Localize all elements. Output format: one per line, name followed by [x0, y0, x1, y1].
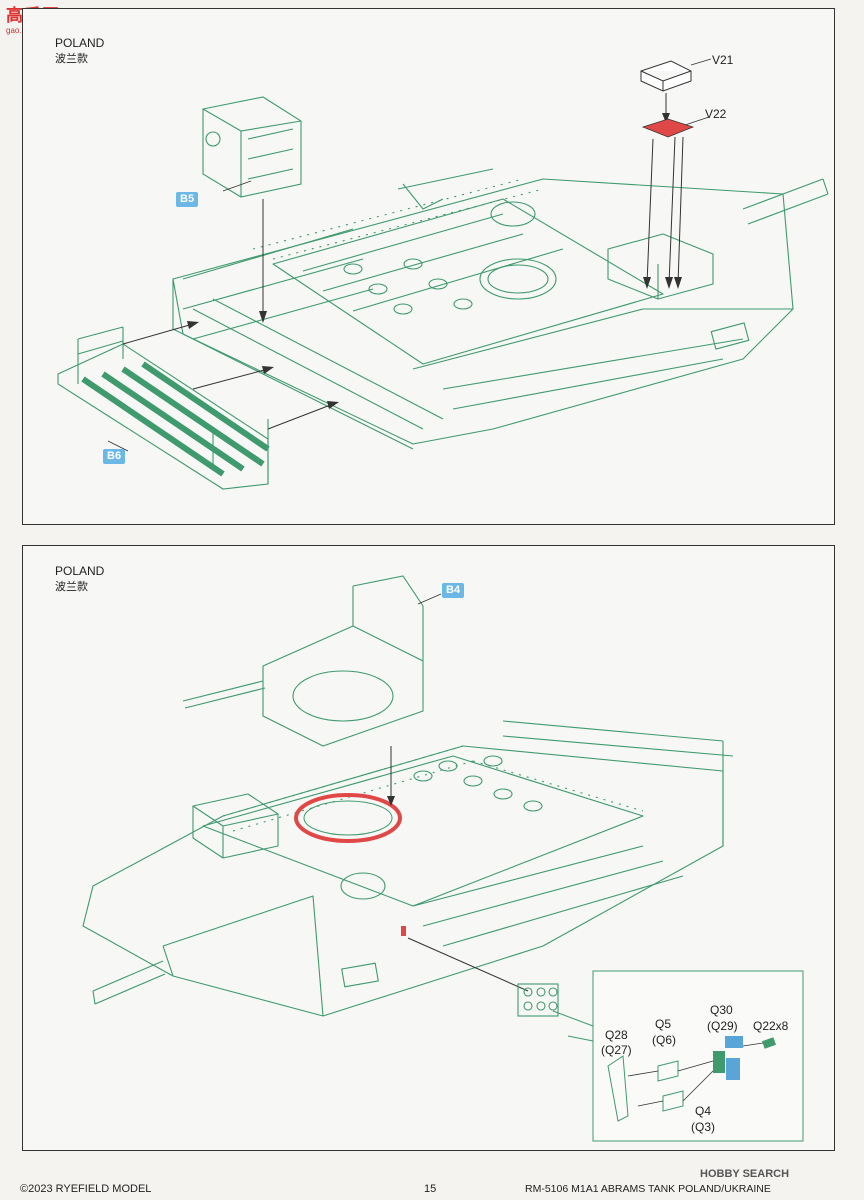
- turret-roof: [202, 755, 644, 907]
- part-smoke-launcher: [517, 983, 559, 1017]
- part-v22: [641, 118, 695, 138]
- small-red-part: [401, 926, 406, 936]
- side-box: [607, 233, 714, 300]
- inset-label-q4: Q4: [695, 1104, 712, 1118]
- panel1-title: POLAND: [55, 36, 105, 50]
- panel1-subtitle: 波兰款: [55, 52, 88, 65]
- b6-grating: [81, 361, 270, 477]
- inset-label-q29: (Q29): [707, 1019, 738, 1033]
- callout-b5: B5: [176, 192, 199, 207]
- main-gun-barrel: [742, 178, 829, 225]
- callout-b6: B6: [103, 449, 126, 464]
- rear-rack: [172, 228, 414, 450]
- hull-skirt: [442, 338, 744, 410]
- inset-label-q30: Q30: [710, 1003, 733, 1017]
- hull-skirt: [412, 845, 684, 947]
- panel1-hull-drawing: [57, 58, 829, 490]
- panel2-heading: POLAND 波兰款: [55, 563, 104, 595]
- front-glacis: [162, 895, 324, 1017]
- part-v21: [640, 60, 692, 92]
- callout-b4: B4: [442, 583, 465, 598]
- callout-v21: V21: [712, 53, 734, 67]
- inset-label-q22: Q22x8: [753, 1019, 789, 1033]
- turret-roof: [272, 198, 664, 365]
- inset-label-q28: Q28: [605, 1028, 628, 1042]
- rear-rack: [502, 720, 734, 846]
- loader-hatch: [490, 201, 536, 227]
- hull-side: [412, 308, 793, 370]
- callout-v22: V22: [705, 107, 727, 121]
- panel2-hull-drawing: [82, 575, 804, 1142]
- inset-label-q6: (Q6): [652, 1033, 676, 1047]
- loader-hatch: [340, 872, 386, 900]
- v21-v22-placement-arrows: [646, 136, 684, 285]
- part-b5-box: [202, 96, 302, 198]
- inset-detail-box: [552, 970, 804, 1142]
- part-b4-cupola: [182, 575, 424, 747]
- turret-ring-highlight: [294, 793, 402, 843]
- b6-placement-arrows: [122, 323, 334, 430]
- machine-gun: [397, 168, 494, 210]
- panel2-title: POLAND: [55, 564, 105, 578]
- hull-outline: [82, 745, 724, 1017]
- instruction-panel-2: POLAND 波兰款: [22, 545, 835, 1151]
- footer-product: RM-5106 M1A1 ABRAMS TANK POLAND/UKRAINE: [525, 1183, 771, 1195]
- instruction-panel-1: POLAND 波兰款: [22, 8, 835, 525]
- footer-page-number: 15: [424, 1183, 437, 1195]
- inset-label-q27: (Q27): [601, 1043, 632, 1057]
- panel2-subtitle: 波兰款: [55, 580, 88, 593]
- inset-label-q3: (Q3): [691, 1120, 715, 1134]
- footer-copyright: ©2023 RYEFIELD MODEL: [20, 1183, 152, 1195]
- inset-label-q5: Q5: [655, 1017, 672, 1031]
- side-box: [192, 793, 279, 859]
- main-gun-barrel: [92, 960, 166, 1005]
- watermark-logo-bottom: HOBBY SEARCH: [700, 1168, 789, 1180]
- panel1-heading: POLAND 波兰款: [55, 35, 104, 67]
- commander-hatch-ring: [479, 258, 557, 300]
- watermark-logo-bottom-text: HOBBY SEARCH: [700, 1168, 790, 1180]
- hull-outline: [172, 178, 794, 445]
